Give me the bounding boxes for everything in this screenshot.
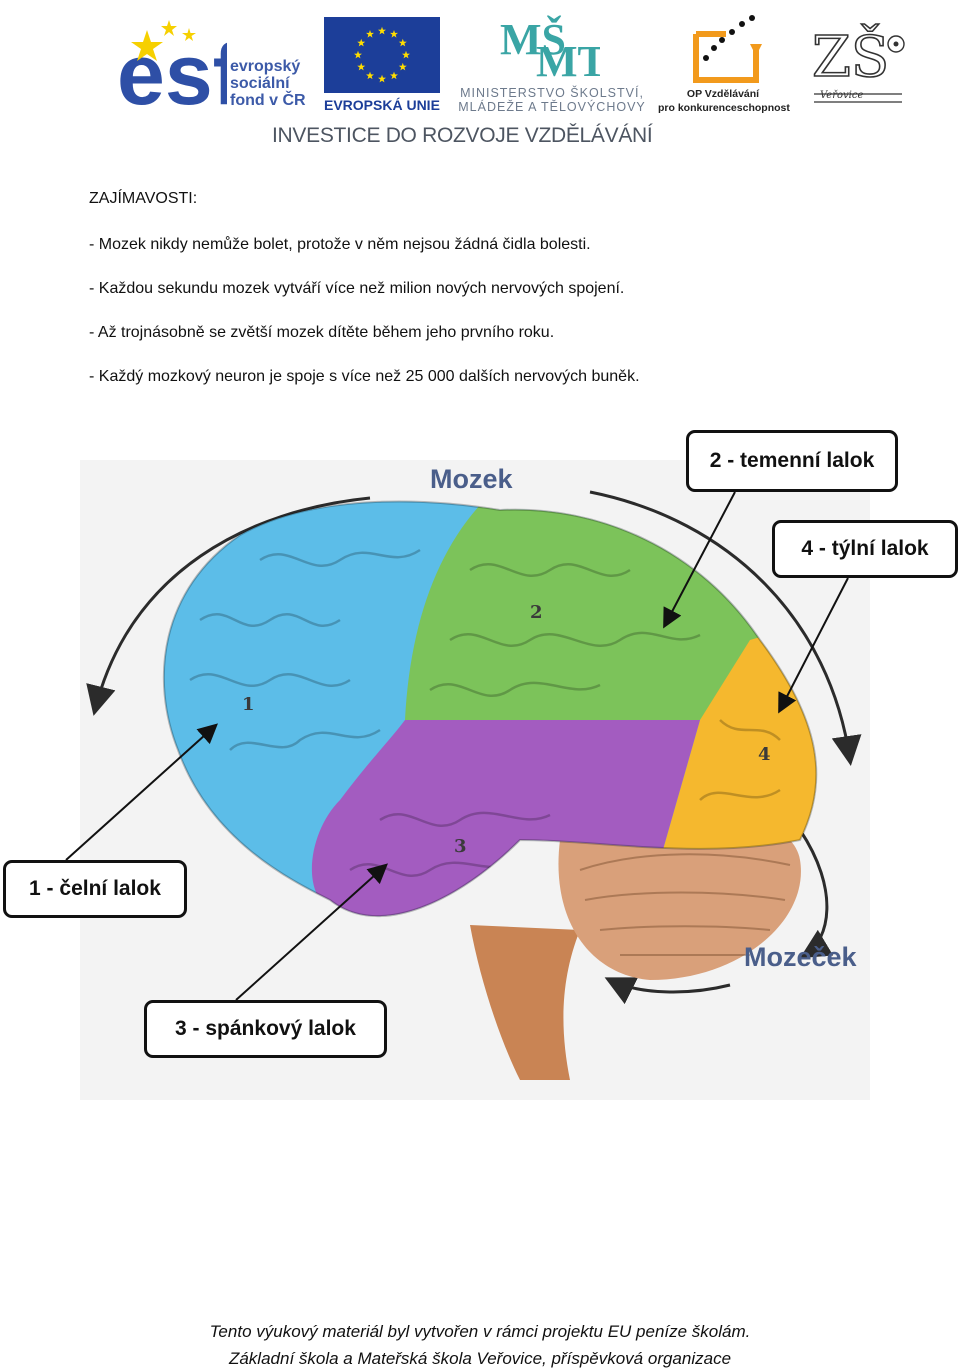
eu-star-icon — [366, 72, 374, 80]
svg-text:esf: esf — [117, 27, 227, 112]
svg-text:ZŠ: ZŠ — [812, 23, 889, 90]
op-line-2: pro konkurenceschopnost — [658, 102, 788, 114]
fact-item: - Až trojnásobně se zvětší mozek dítěte … — [89, 324, 554, 342]
eu-star-icon — [378, 75, 386, 83]
eu-star-icon — [390, 30, 398, 38]
lobe-number-1: 1 — [242, 694, 255, 715]
lobe-number-3: 3 — [454, 836, 467, 857]
fact-item: - Každý mozkový neuron je spoje s více n… — [89, 368, 640, 386]
facts-heading: ZAJÍMAVOSTI: — [89, 190, 197, 208]
lobe-number-4: 4 — [758, 744, 771, 765]
fact-item: - Mozek nikdy nemůže bolet, protože v ně… — [89, 236, 591, 254]
lobe-number-2: 2 — [530, 602, 543, 623]
esf-logo: esf evropský sociální fond v ČR — [117, 16, 317, 116]
esf-line-2: sociální — [230, 75, 320, 92]
mozek-title: Mozek — [430, 464, 514, 494]
footer-line-1: Tento výukový materiál byl vytvořen v rá… — [0, 1318, 960, 1345]
eu-star-icon — [366, 30, 374, 38]
eu-star-icon — [378, 27, 386, 35]
callout-spankovy-lalok: 3 - spánkový lalok — [144, 1000, 387, 1058]
eu-star-icon — [402, 51, 410, 59]
msmt-line-1: MINISTERSTVO ŠKOLSTVÍ, — [452, 86, 652, 100]
logo-strip: esf evropský sociální fond v ČR EVROPSKÁ… — [0, 0, 960, 160]
callout-tylni-lalok: 4 - týlní lalok — [772, 520, 958, 578]
callout-temenni-lalok: 2 - temenní lalok — [686, 430, 898, 492]
investice-title: INVESTICE DO ROZVOJE VZDĚLÁVÁNÍ — [272, 124, 632, 148]
eu-star-icon — [357, 63, 365, 71]
zs-label: Veřovice — [820, 90, 863, 101]
esf-text: evropský sociální fond v ČR — [230, 58, 320, 109]
op-logo: OP Vzdělávání pro konkurenceschopnost — [658, 14, 788, 114]
mozecek-title: Mozeček — [744, 942, 858, 972]
eu-star-icon — [399, 63, 407, 71]
msmt-line-2: MLÁDEŽE A TĚLOVÝCHOVY — [452, 100, 652, 114]
msmt-logo: MŠ MT MINISTERSTVO ŠKOLSTVÍ, MLÁDEŽE A T… — [452, 14, 652, 114]
fact-item: - Každou sekundu mozek vytváří více než … — [89, 280, 624, 298]
footer-line-2: Základní škola a Mateřská škola Veřovice… — [0, 1345, 960, 1372]
esf-mark-icon: esf — [117, 16, 227, 112]
footer: Tento výukový materiál byl vytvořen v rá… — [0, 1318, 960, 1372]
op-mark-icon — [686, 14, 766, 86]
svg-text:MT: MT — [536, 37, 600, 78]
eu-star-icon — [354, 51, 362, 59]
zs-logo: ZŠ Veřovice — [810, 14, 910, 110]
eu-star-icon — [390, 72, 398, 80]
eu-flag-icon — [324, 17, 440, 93]
eu-label: EVROPSKÁ UNIE — [324, 97, 454, 113]
brain-diagram: 1 2 3 4 Mozek Mozeček 2 - temenní lalok … — [0, 420, 960, 1100]
op-line-1: OP Vzdělávání — [658, 88, 788, 100]
esf-line-3: fond v ČR — [230, 92, 320, 109]
eu-star-icon — [357, 39, 365, 47]
msmt-mark-icon: MŠ MT — [500, 14, 600, 78]
eu-logo: EVROPSKÁ UNIE — [324, 17, 440, 114]
esf-line-1: evropský — [230, 58, 320, 75]
eu-star-icon — [399, 39, 407, 47]
callout-celni-lalok: 1 - čelní lalok — [3, 860, 187, 918]
